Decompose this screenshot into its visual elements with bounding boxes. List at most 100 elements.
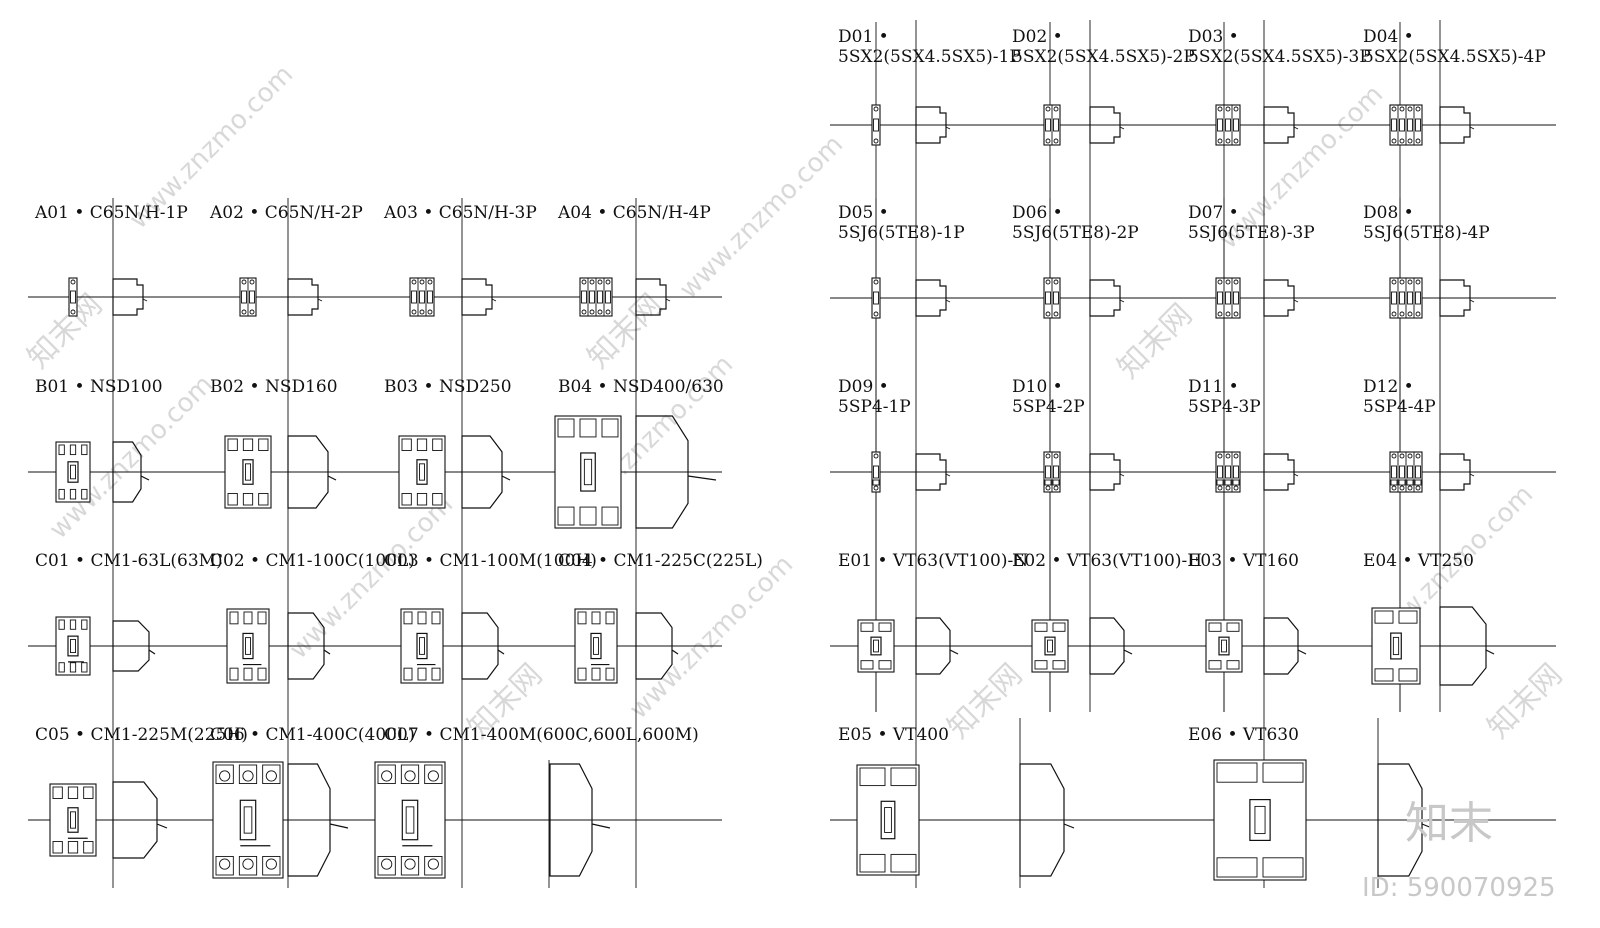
terminal-cover: [400, 764, 420, 785]
toggle-handle: [1407, 118, 1413, 132]
terminal-screw: [1045, 311, 1051, 317]
terminal-cover: [215, 764, 234, 785]
operating-handle: [1218, 636, 1230, 656]
breaker-label: C01 • CM1-63L(63M): [35, 551, 223, 571]
breaker-label: A03 • C65N/H-3P: [383, 203, 537, 223]
terminal-screw: [1045, 485, 1051, 491]
terminal-screw: [1399, 279, 1405, 285]
watermark-brand: 知末网: [1111, 297, 1199, 385]
terminal-cover: [215, 855, 234, 876]
side-lever: [140, 475, 150, 481]
operating-handle: [67, 461, 79, 483]
side-profile: [915, 279, 947, 317]
terminal-screw: [381, 858, 393, 870]
breaker-model: 5SJ6(5TE8)-4P: [1363, 223, 1490, 243]
breaker-model: 5SX2(5SX4.5SX5)-4P: [1363, 47, 1546, 67]
mcb-body: [871, 277, 881, 319]
terminal-cover: [605, 667, 615, 681]
terminal-screw: [605, 309, 611, 315]
breaker-model: 5SP4-4P: [1363, 397, 1436, 417]
side-lever: [1119, 299, 1125, 303]
terminal-screw: [1391, 279, 1397, 285]
toggle-handle: [1053, 465, 1059, 479]
terminal-screw: [1217, 311, 1223, 317]
toggle-handle: [1415, 465, 1421, 479]
breaker-label: E04 • VT250: [1363, 551, 1474, 571]
terminal-cover: [431, 611, 441, 625]
breaker-model: 5SP4-2P: [1012, 397, 1085, 417]
terminal-screw: [1053, 311, 1059, 317]
operating-handle: [1390, 632, 1402, 660]
terminal-cover: [258, 493, 269, 506]
terminal-screw: [873, 106, 879, 112]
terminal-screw: [605, 279, 611, 285]
terminal-screw: [242, 770, 254, 782]
breaker-label: C07 • CM1-400M(600C,600L,600M): [384, 725, 699, 745]
terminal-screw: [589, 309, 595, 315]
toggle-handle: [1399, 291, 1405, 305]
breaker-label: C02 • CM1-100C(100L): [210, 551, 415, 571]
breaker-label: A02 • C65N/H-2P: [209, 203, 363, 223]
terminal-cover: [229, 611, 239, 625]
terminal-cover: [1374, 668, 1394, 682]
side-lever: [327, 475, 337, 481]
terminal-cover: [81, 619, 88, 630]
side-profile: [112, 441, 142, 503]
side-profile: [287, 278, 319, 316]
toggle-handle: [1225, 291, 1231, 305]
breaker-label: B03 • NSD250: [384, 377, 512, 397]
breaker-code: D01 •: [838, 27, 889, 47]
terminal-screw: [1233, 485, 1239, 491]
terminal-cover: [860, 660, 874, 670]
toggle-handle: [1399, 465, 1405, 479]
toggle-handle: [1415, 291, 1421, 305]
terminal-screw: [1233, 279, 1239, 285]
terminal-screw: [873, 279, 879, 285]
mcb-body: [68, 277, 78, 317]
breaker-label: A01 • C65N/H-1P: [34, 203, 188, 223]
terminal-screw: [1415, 485, 1421, 491]
toggle-handle: [1407, 291, 1413, 305]
side-lever: [317, 298, 323, 302]
terminal-screw: [1415, 106, 1421, 112]
terminal-screw: [873, 311, 879, 317]
mccb-body: [226, 608, 270, 684]
operating-handle: [1249, 798, 1271, 841]
pole-flag: [1044, 479, 1052, 486]
toggle-handle: [1053, 118, 1059, 132]
side-lever: [1485, 649, 1495, 655]
terminal-cover: [58, 662, 65, 673]
breaker-code: D10 •: [1012, 377, 1063, 397]
terminal-screw: [1391, 106, 1397, 112]
terminal-cover: [58, 619, 65, 630]
toggle-handle: [241, 290, 247, 304]
side-profile: [915, 106, 947, 144]
terminal-screw: [1233, 138, 1239, 144]
toggle-handle: [1233, 291, 1239, 305]
terminal-screw: [1225, 279, 1231, 285]
terminal-screw: [1045, 279, 1051, 285]
handle-window: [873, 639, 879, 653]
terminal-screw: [1391, 311, 1397, 317]
breaker-code: D03 •: [1188, 27, 1239, 47]
terminal-screw: [1399, 453, 1405, 459]
terminal-screw: [1407, 279, 1413, 285]
terminal-cover: [1208, 660, 1222, 670]
breaker-code: D04 •: [1363, 27, 1414, 47]
terminal-screw: [1053, 106, 1059, 112]
operating-handle: [416, 632, 428, 660]
terminal-cover: [579, 506, 597, 526]
pole-flag: [1052, 479, 1060, 486]
side-lever: [1293, 299, 1299, 303]
pole-flag: [1398, 479, 1406, 486]
terminal-screw: [1045, 138, 1051, 144]
terminal-screw: [1217, 279, 1223, 285]
side-lever: [329, 823, 349, 829]
terminal-cover: [591, 667, 601, 681]
operating-handle: [590, 632, 602, 660]
breaker-label: E03 • VT160: [1188, 551, 1299, 571]
side-profile: [1019, 763, 1065, 877]
terminal-screw: [1225, 106, 1231, 112]
handle-window: [245, 637, 251, 655]
operating-handle: [1044, 636, 1056, 656]
